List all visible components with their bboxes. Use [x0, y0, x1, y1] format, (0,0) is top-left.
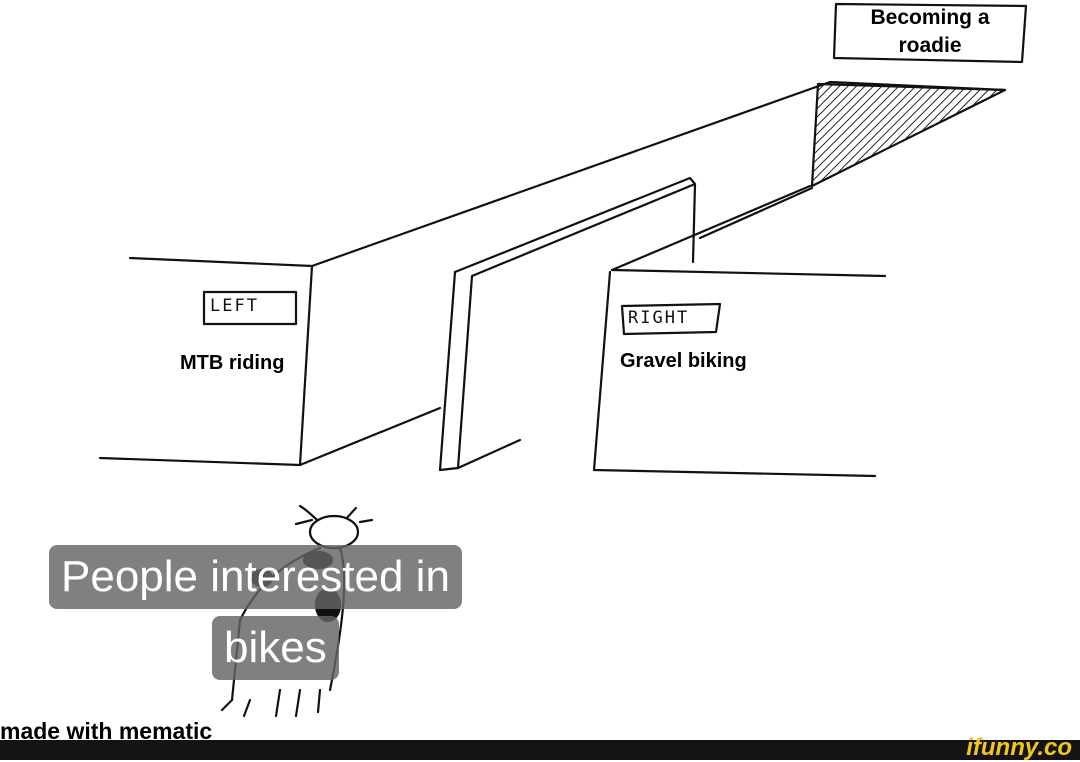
left-sign: LEFT [210, 296, 259, 316]
bottom-bar [0, 740, 1080, 760]
mematic-watermark: made with mematic [0, 718, 213, 744]
destination-label: Becoming a roadie [835, 2, 1025, 62]
left-wall [128, 80, 1007, 268]
destination-label-line1: Becoming a [870, 6, 990, 29]
middle-divider [453, 176, 697, 274]
shaded-corner [810, 82, 1007, 188]
cow-caption-line1: People interested in [49, 545, 462, 609]
cow-drawing [220, 504, 374, 718]
right-sign-box [620, 302, 722, 336]
left-sign-box [202, 290, 298, 326]
ifunny-watermark: ifunny.co [966, 734, 1072, 761]
right-wall [610, 184, 812, 272]
label-box-outline [832, 2, 1028, 64]
cow-caption-line2: bikes [212, 616, 339, 680]
destination-label-line2: roadie [898, 34, 962, 57]
right-caption: Gravel biking [620, 350, 747, 372]
left-caption: MTB riding [180, 352, 285, 374]
right-sign: RIGHT [628, 308, 690, 328]
